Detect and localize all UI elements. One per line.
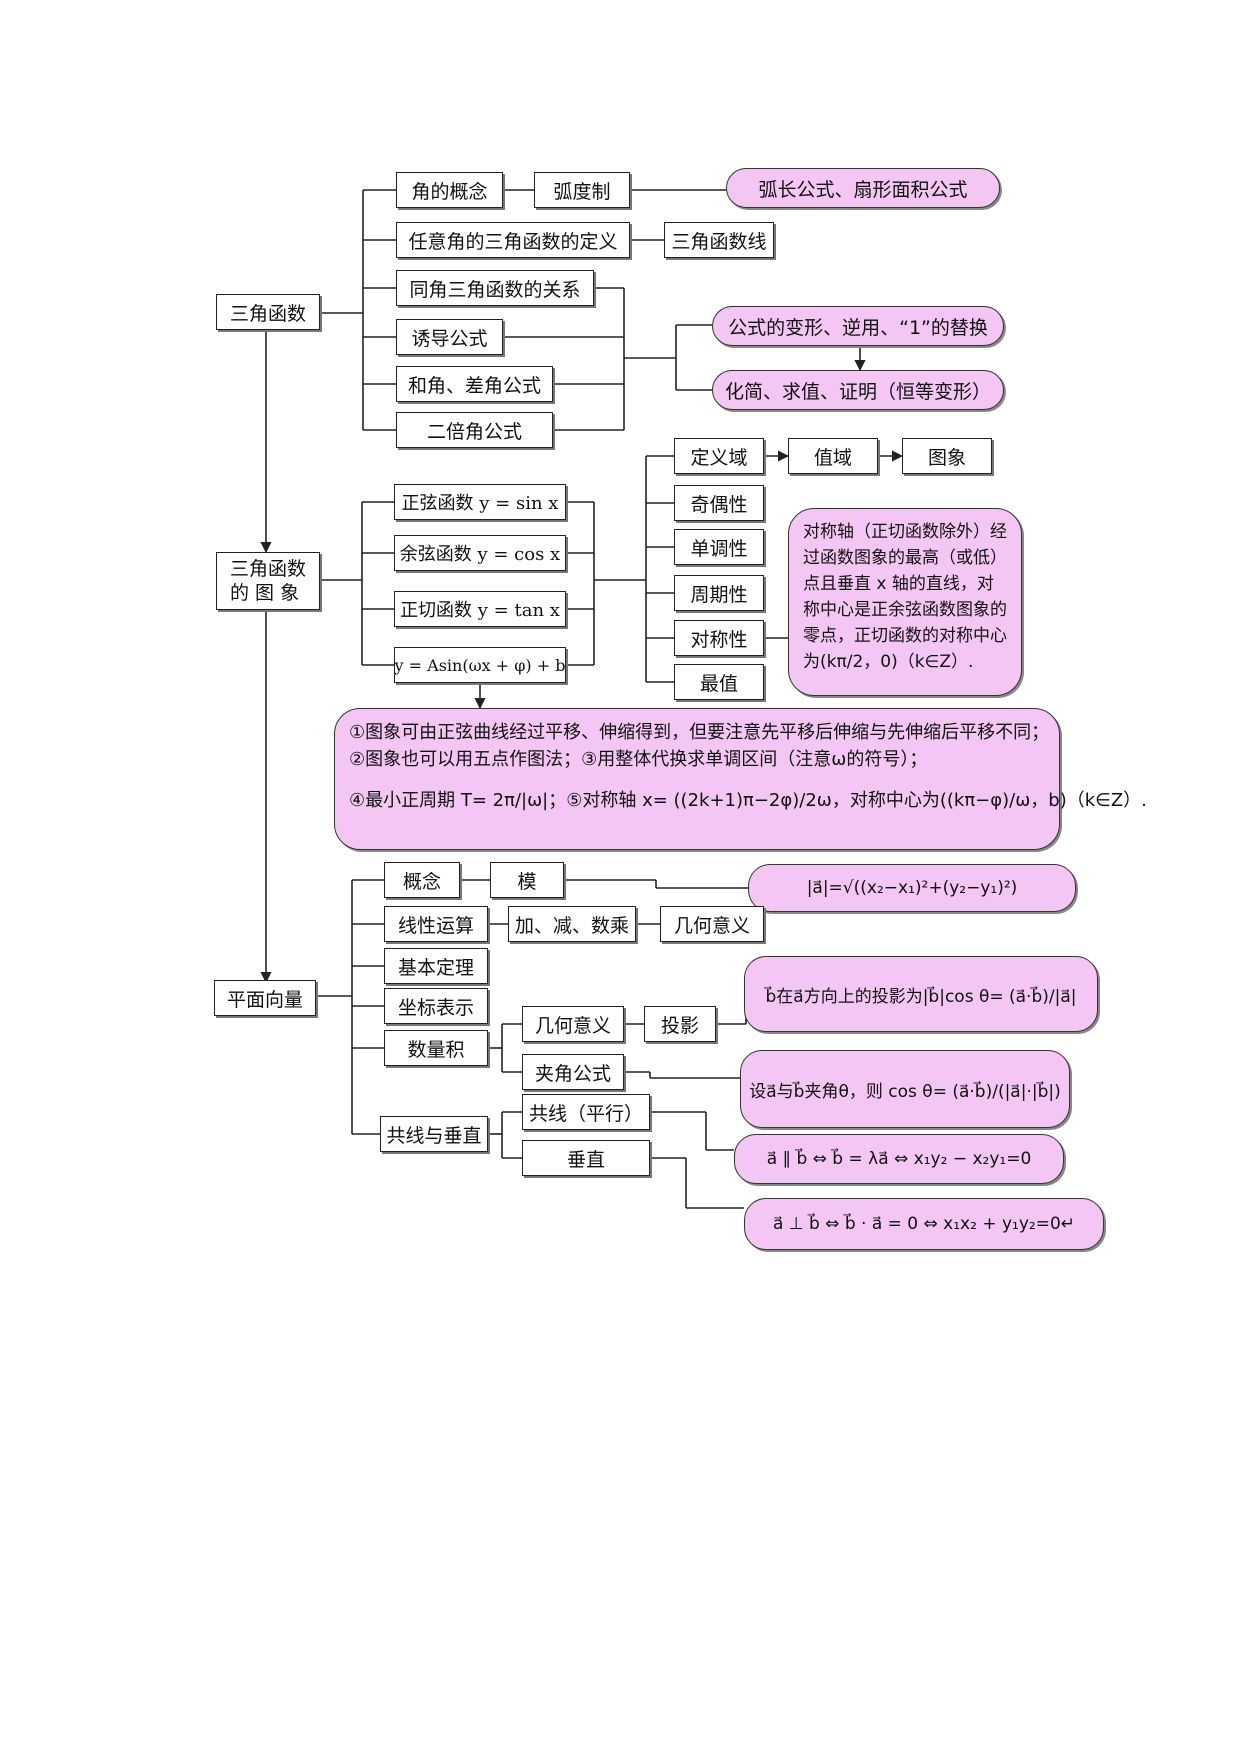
node-domain: 定义域 <box>674 438 764 474</box>
node-arc-formula: 弧长公式、扇形面积公式 <box>726 168 1000 208</box>
node-extremum: 最值 <box>674 664 764 700</box>
node-coord-repr: 坐标表示 <box>384 988 488 1024</box>
node-formula-transform: 公式的变形、逆用、“1”的替换 <box>712 306 1004 346</box>
node-same-angle: 同角三角函数的关系 <box>396 270 594 306</box>
node-concept: 概念 <box>384 862 460 898</box>
node-geo-meaning-2: 几何意义 <box>522 1006 624 1042</box>
node-trig-graph: 三角函数 的 图 象 <box>216 552 320 610</box>
node-trig-line: 三角函数线 <box>664 222 774 258</box>
node-cos-fn: 余弦函数 y = cos x <box>394 535 566 571</box>
node-angle-concept: 角的概念 <box>396 172 503 208</box>
node-projection-formula: b⃗在a⃗方向上的投影为|b⃗|cos θ= (a⃗·b⃗)/|a⃗| <box>744 956 1098 1032</box>
node-double-angle: 二倍角公式 <box>396 412 553 448</box>
node-monotonic: 单调性 <box>674 529 764 565</box>
node-sin-fn: 正弦函数 y = sin x <box>394 484 566 520</box>
node-trig: 三角函数 <box>216 294 320 330</box>
node-tan-fn: 正切函数 y = tan x <box>394 591 566 627</box>
node-dot-product: 数量积 <box>384 1030 488 1066</box>
node-basic-theorem: 基本定理 <box>384 948 488 984</box>
node-add-sub-mul: 加、减、数乘 <box>508 906 636 942</box>
node-asin-fn: y = Asin(ωx + φ) + b <box>394 647 566 683</box>
node-collinear: 共线（平行） <box>522 1094 650 1130</box>
node-period: 周期性 <box>674 575 764 611</box>
node-parallel-formula: a⃗ ∥ b⃗ ⇔ b⃗ = λa⃗ ⇔ x₁y₂ − x₂y₁=0 <box>734 1134 1064 1184</box>
node-radian: 弧度制 <box>534 172 630 208</box>
node-range: 值域 <box>788 438 878 474</box>
node-vector: 平面向量 <box>214 980 316 1016</box>
node-perp-formula: a⃗ ⊥ b⃗ ⇔ b⃗ · a⃗ = 0 ⇔ x₁x₂ + y₁y₂=0↵ <box>744 1198 1104 1250</box>
node-modulus: 模 <box>490 862 564 898</box>
node-angle-formula-text: 设a⃗与b⃗夹角θ，则 cos θ= (a⃗·b⃗)/(|a⃗|·|b⃗|) <box>740 1050 1070 1128</box>
node-sum-diff: 和角、差角公式 <box>396 366 553 402</box>
node-angle-formula: 夹角公式 <box>522 1054 624 1090</box>
node-collinear-perp: 共线与垂直 <box>380 1116 488 1152</box>
node-any-angle-def: 任意角的三角函数的定义 <box>396 222 630 258</box>
asin-note-1: ①图象可由正弦曲线经过平移、伸缩得到，但要注意先平移后伸缩与先伸缩后平移不同； <box>349 722 1050 743</box>
node-perpendicular: 垂直 <box>522 1140 650 1176</box>
node-symmetry-note: 对称轴（正切函数除外）经过函数图象的最高（或低）点且垂直 x 轴的直线，对称中心… <box>788 508 1022 696</box>
node-parity: 奇偶性 <box>674 485 764 521</box>
node-induction: 诱导公式 <box>396 319 503 355</box>
node-asin-notes: ①图象可由正弦曲线经过平移、伸缩得到，但要注意先平移后伸缩与先伸缩后平移不同； … <box>334 708 1147 850</box>
node-graph: 图象 <box>902 438 992 474</box>
node-projection: 投影 <box>644 1006 716 1042</box>
asin-note-2: ②图象也可以用五点作图法；③用整体代换求单调区间（注意ω的符号）； <box>349 749 928 770</box>
node-simplify: 化简、求值、证明（恒等变形） <box>712 370 1004 410</box>
node-symmetry: 对称性 <box>674 620 764 656</box>
node-linear-ops: 线性运算 <box>384 906 488 942</box>
asin-note-3: ④最小正周期 T= 2π/|ω|；⑤对称轴 x= ((2k+1)π−2φ)/2ω… <box>349 790 1147 811</box>
node-geo-meaning-1: 几何意义 <box>660 906 764 942</box>
node-modulus-formula: |a⃗|=√((x₂−x₁)²+(y₂−y₁)²) <box>748 864 1076 912</box>
